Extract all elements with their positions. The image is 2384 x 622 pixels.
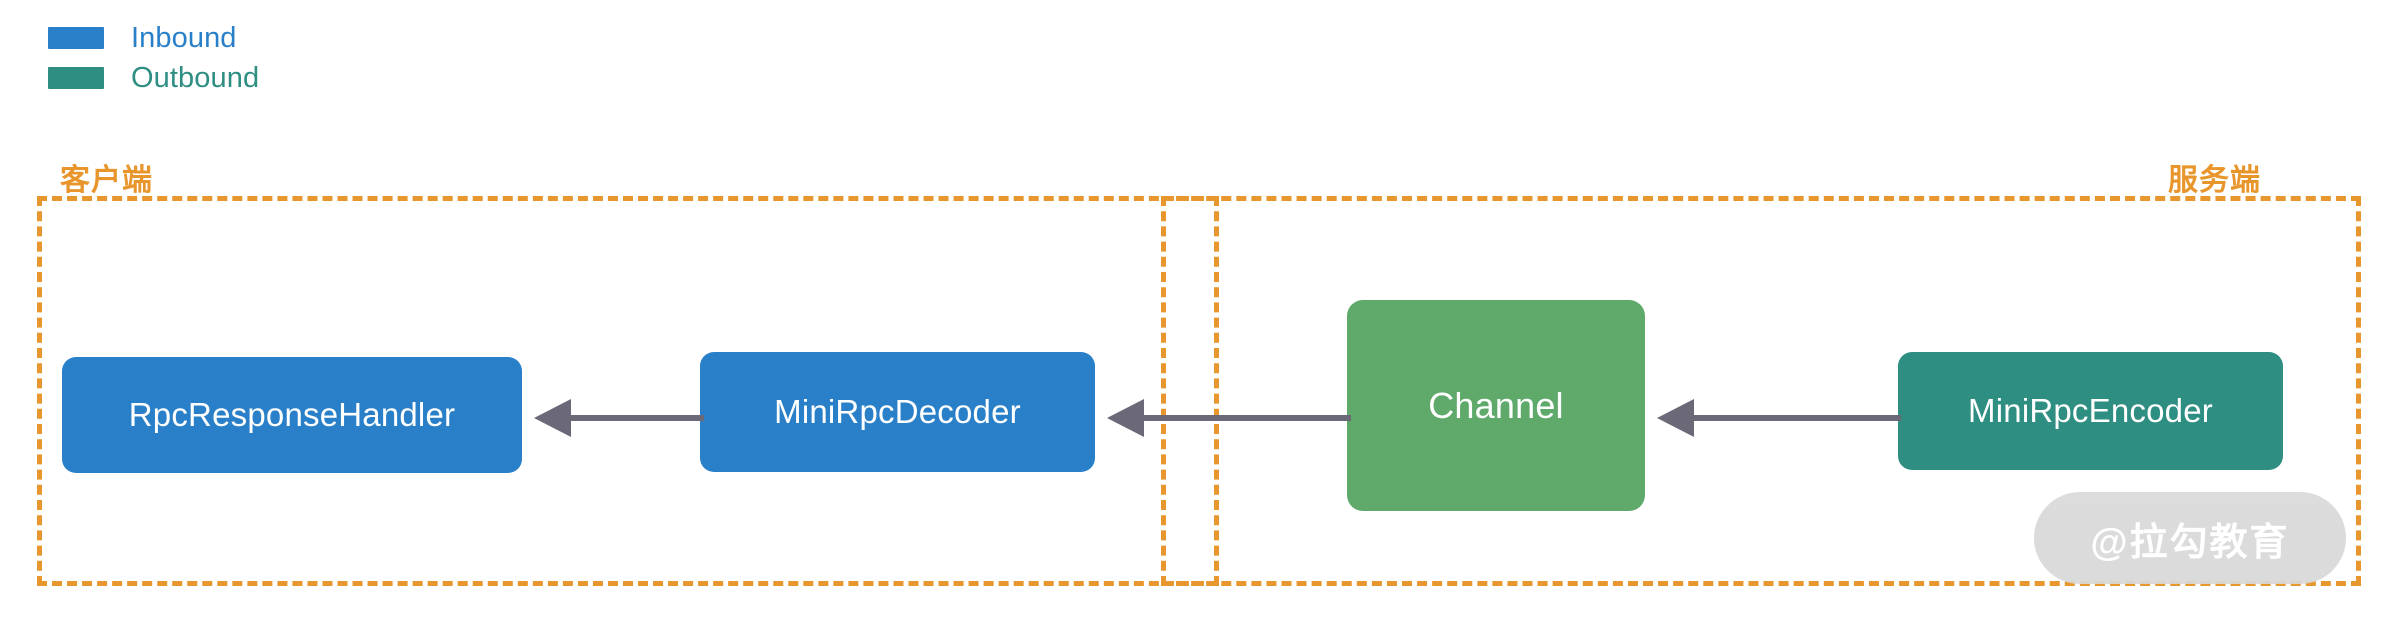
node-mini-rpc-encoder[interactable]: MiniRpcEncoder xyxy=(1898,352,2283,470)
zone-server-label: 服务端 xyxy=(2168,164,2261,197)
node-label: MiniRpcDecoder xyxy=(774,393,1021,430)
zone-client-label: 客户端 xyxy=(60,164,153,197)
node-label: Channel xyxy=(1428,384,1564,426)
node-label: RpcResponseHandler xyxy=(128,396,456,433)
legend-swatch-inbound xyxy=(48,27,104,49)
node-channel[interactable]: Channel xyxy=(1347,300,1645,511)
arrow-encoder-to-channel xyxy=(1657,399,1901,437)
node-rpc-response-handler[interactable]: RpcResponseHandler xyxy=(62,357,522,473)
zone-server xyxy=(1161,196,2361,586)
legend-label-inbound: Inbound xyxy=(131,21,237,54)
watermark: @拉勾教育 xyxy=(2034,492,2346,584)
legend-label-outbound: Outbound xyxy=(131,61,260,94)
arrow-channel-to-decoder xyxy=(1107,399,1351,437)
arrow-decoder-to-response-handler xyxy=(534,399,704,437)
legend-item-outbound: Outbound xyxy=(48,58,259,98)
node-label: MiniRpcEncoder xyxy=(1968,392,2213,429)
watermark-text: @拉勾教育 xyxy=(2090,521,2290,564)
legend-item-inbound: Inbound xyxy=(48,18,259,58)
legend: Inbound Outbound xyxy=(48,18,259,98)
legend-swatch-outbound xyxy=(48,67,104,89)
node-mini-rpc-decoder[interactable]: MiniRpcDecoder xyxy=(700,352,1095,472)
zone-client xyxy=(37,196,1219,586)
